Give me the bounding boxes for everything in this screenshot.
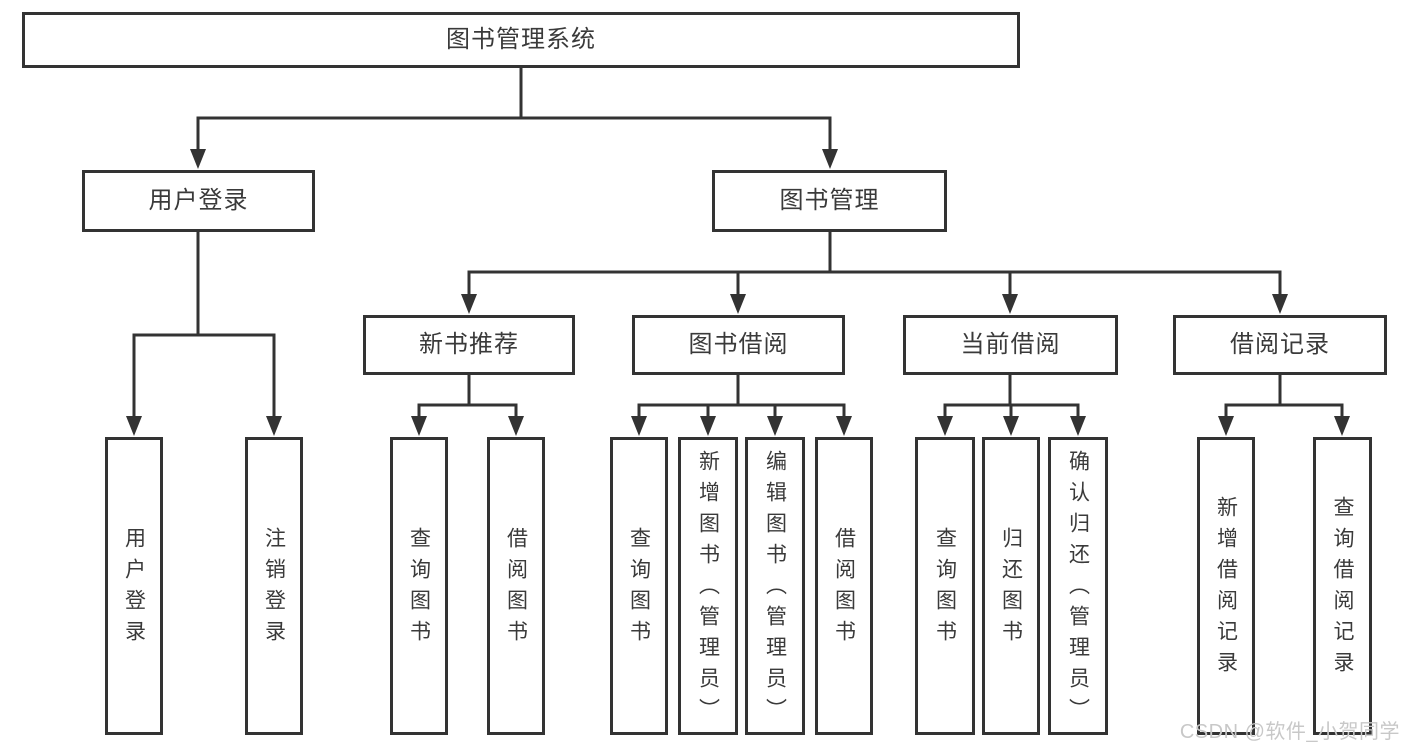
leaf-query-borrow-record: 查询借阅记录	[1313, 437, 1372, 735]
leaf-borrow-books-1: 借阅图书	[487, 437, 545, 735]
leaf-confirm-return-admin: 确认归还（管理员）	[1048, 437, 1108, 735]
csdn-watermark: CSDN @软件_小贺同学	[1179, 721, 1400, 743]
node-new-book-recommend: 新书推荐	[363, 315, 575, 375]
node-book-management: 图书管理	[712, 170, 947, 232]
leaf-logout: 注销登录	[245, 437, 303, 735]
leaf-add-books-admin: 新增图书（管理员）	[678, 437, 738, 735]
node-book-management-system: 图书管理系统	[22, 12, 1020, 68]
node-book-borrowing: 图书借阅	[632, 315, 845, 375]
leaf-add-borrow-record: 新增借阅记录	[1197, 437, 1255, 735]
node-current-borrowing: 当前借阅	[903, 315, 1118, 375]
leaf-user-login: 用户登录	[105, 437, 163, 735]
leaf-query-books-3: 查询图书	[915, 437, 975, 735]
leaf-borrow-books-2: 借阅图书	[815, 437, 873, 735]
node-borrowing-records: 借阅记录	[1173, 315, 1387, 375]
leaf-query-books-1: 查询图书	[390, 437, 448, 735]
leaf-return-books: 归还图书	[982, 437, 1040, 735]
leaf-edit-books-admin: 编辑图书（管理员）	[745, 437, 805, 735]
node-user-login: 用户登录	[82, 170, 315, 232]
leaf-query-books-2: 查询图书	[610, 437, 668, 735]
